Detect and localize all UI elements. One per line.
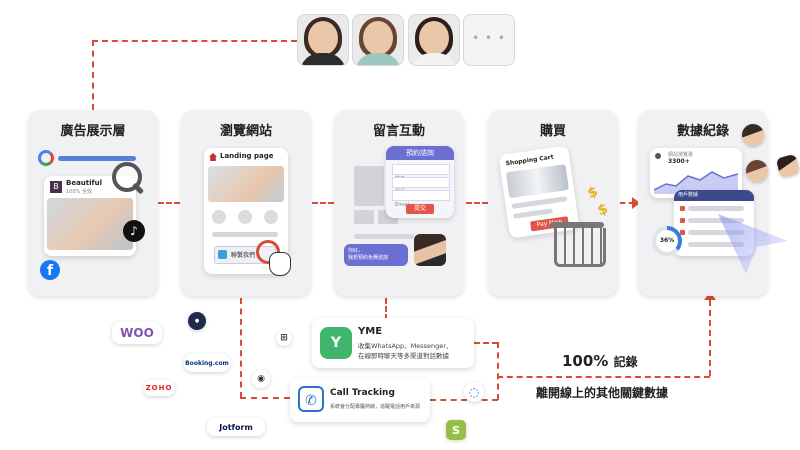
donut-percent: 36% (656, 230, 678, 252)
chat-user-avatar (414, 234, 446, 266)
form-title: 預約諮詢 (386, 146, 454, 160)
stage-card-purchase: 購買 Shopping Cart Pay Now $ $ (488, 110, 618, 296)
call-tracking-card[interactable]: ✆ Call Tracking 系統會分配專屬熱線，追蹤電話用戶來源 (290, 378, 430, 422)
yme-name: YME (358, 326, 383, 337)
connector-mid-down (385, 298, 387, 320)
offline-subheadline: 離開線上的其他關鍵數據 (536, 386, 669, 400)
woocommerce-logo: WOO (112, 322, 162, 344)
refresh-logo: ◌ (464, 382, 484, 402)
connector-right-bottom (430, 399, 498, 401)
avatar-customer-3 (408, 14, 460, 66)
call-tracking-name: Call Tracking (330, 388, 395, 398)
chat-widget-logo: ◉ (252, 370, 270, 388)
avatar-customer-1 (297, 14, 349, 66)
yme-desc-line1: 收集WhatsApp、Messenger、 (358, 342, 453, 350)
chat-bubble: 你好， 我想預約免費諮詢 (344, 244, 408, 266)
connector-top-vertical (92, 40, 94, 110)
phone-icon: ✆ (298, 386, 324, 412)
stage-card-comment-interaction: 留言互動 預約諮詢 姓名 電話 Email 提交 你好， 我想預約免費諮詢 (334, 110, 464, 296)
line-chart-mini (654, 171, 738, 194)
call-tracking-desc: 系統會分配專屬熱線，追蹤電話用戶來源 (330, 404, 421, 410)
google-icon (38, 150, 54, 166)
connector-stage-1-2 (158, 202, 180, 204)
page-wireframe (354, 166, 384, 206)
views-value: 3300+ (668, 158, 690, 165)
ad-image (47, 198, 133, 250)
landing-page-mock: Landing page 聯繫我們 (204, 148, 288, 274)
connector-stage-2-3 (312, 202, 334, 204)
landing-hero-image (208, 166, 284, 202)
connector-top-horizontal (92, 40, 297, 42)
stage-title: 數據紀錄 (676, 124, 729, 139)
booking-logo: Booking.com (184, 354, 230, 372)
connector-to-dashboard (497, 376, 710, 378)
yme-integration-card[interactable]: Y YME 收集WhatsApp、Messenger、 在線即時聊天等多渠道對話… (312, 318, 474, 368)
stage-title: 廣告展示層 (60, 124, 126, 139)
dollar-icon: $ (585, 183, 601, 203)
home-icon (209, 153, 217, 161)
brand-name: Beautiful (66, 179, 102, 187)
connector-right-mid (474, 342, 498, 344)
user-icon (655, 153, 661, 159)
yme-logo-icon: Y (320, 327, 352, 359)
shopify-logo: S (446, 420, 466, 440)
partner-badge-logo: ● (188, 312, 206, 330)
cube-icon (218, 250, 227, 259)
avatar-customer-2 (352, 14, 404, 66)
form-submit-button[interactable]: 提交 (406, 204, 434, 214)
more-dots-icon: • • • (472, 31, 506, 45)
tiktok-icon: ♪ (123, 220, 145, 242)
connector-right-vert (497, 342, 499, 400)
arrow-up-icon (704, 292, 716, 300)
donut-chart: 36% (652, 226, 682, 256)
basket-icon (554, 228, 606, 267)
offline-headline-number: 100% (562, 352, 609, 370)
widget-logo: ⊞ (276, 330, 292, 346)
floating-avatar (775, 153, 800, 179)
facebook-icon: f (40, 260, 60, 280)
offline-headline-text: 記錄 (613, 355, 638, 369)
floating-avatar (742, 124, 764, 146)
form-field-email[interactable]: Email (392, 190, 450, 208)
connector-dashboard-up (709, 300, 711, 376)
jotform-logo: Jotform (207, 418, 265, 436)
connector-left-down (240, 298, 242, 398)
stage-title: 瀏覽網站 (219, 124, 272, 139)
more-avatars-button[interactable]: • • • (463, 14, 515, 66)
dollar-icon: $ (595, 200, 611, 220)
stage-title: 購買 (539, 124, 566, 139)
stage-card-browse-website: 瀏覽網站 Landing page 聯繫我們 (181, 110, 311, 296)
offline-headline: 100% 記錄 (562, 352, 638, 370)
brand-subtitle: 100% 全效 (66, 189, 92, 195)
stage-card-ad-display: 廣告展示層 B Beautiful 100% 全效 ♪ f (28, 110, 158, 296)
landing-page-title: Landing page (220, 152, 274, 160)
brand-logo: B (50, 181, 62, 193)
connector-stage-4-5 (620, 202, 634, 204)
yme-desc-line2: 在線即時聊天等多渠道對話數據 (358, 352, 449, 360)
product-image (505, 164, 569, 199)
hand-pointer-icon (269, 252, 291, 276)
arrow-right-icon (632, 197, 640, 209)
form-field-name[interactable]: 姓名 (392, 164, 450, 182)
form-field-phone[interactable]: 電話 (392, 177, 450, 195)
dashboard-chart-panel: 網站瀏覽量 3300+ (650, 148, 742, 198)
zoho-logo: ZOHO (143, 380, 175, 396)
cart-title: Shopping Cart (505, 153, 555, 168)
connector-left-bottom (240, 397, 290, 399)
connector-stage-3-4 (466, 202, 488, 204)
booking-form: 預約諮詢 姓名 電話 Email 提交 (386, 146, 454, 218)
stage-title: 留言互動 (372, 124, 425, 139)
floating-avatar (746, 160, 768, 182)
